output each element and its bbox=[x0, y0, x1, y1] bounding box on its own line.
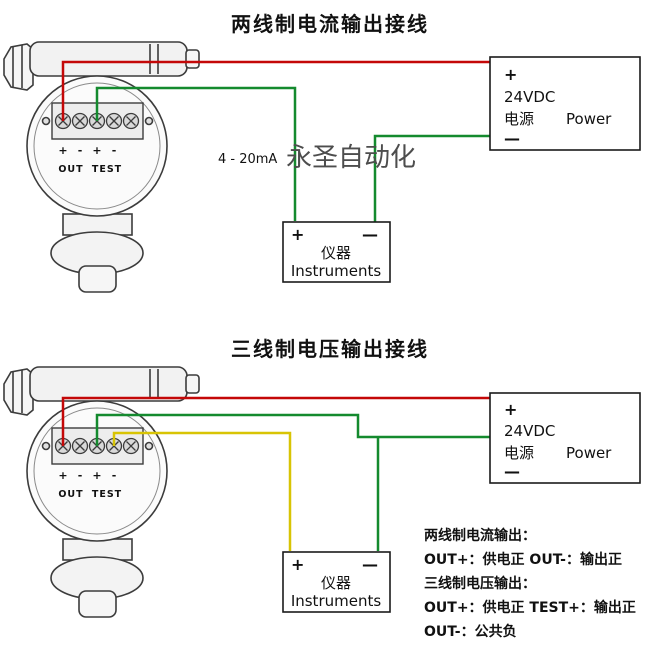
power-label-en: Power bbox=[566, 444, 612, 462]
transmitter-top: + - + - OUT TEST bbox=[3, 41, 200, 293]
instrument-plus: + bbox=[291, 555, 304, 574]
out-terminal-label: OUT bbox=[58, 164, 83, 175]
wiring-notes: 两线制电流输出： OUT+：供电正 OUT-：输出正 三线制电压输出： OUT+… bbox=[424, 527, 636, 640]
wire-positive-red bbox=[61, 396, 490, 446]
power-label-cn: 电源 bbox=[504, 444, 534, 462]
note-line: 两线制电流输出： bbox=[424, 527, 536, 544]
instrument-box-top: + — 仪器 Instruments bbox=[282, 221, 391, 283]
power-voltage: 24VDC bbox=[504, 88, 555, 106]
power-box-top: + 24VDC 电源 Power — bbox=[489, 56, 641, 151]
housing-cap bbox=[29, 366, 188, 402]
instrument-label-cn: 仪器 bbox=[321, 574, 351, 592]
bottom-diagram-title: 三线制电压输出接线 bbox=[231, 337, 429, 361]
instrument-box-bottom: + — 仪器 Instruments bbox=[282, 551, 391, 613]
mount-screw bbox=[41, 441, 51, 451]
test-terminal-label: TEST bbox=[92, 164, 122, 175]
top-diagram-title: 两线制电流输出接线 bbox=[231, 12, 429, 36]
mount-screw bbox=[144, 116, 154, 126]
wire-negative-green-to-instrument bbox=[95, 86, 297, 221]
conduit-stub bbox=[185, 49, 200, 69]
power-minus: — bbox=[504, 129, 520, 148]
bottom-stub bbox=[78, 265, 117, 293]
instrument-label-cn: 仪器 bbox=[321, 244, 351, 262]
wire-common-green bbox=[95, 413, 490, 446]
terminal-label: - bbox=[112, 144, 117, 157]
note-line: OUT-：公共负 bbox=[424, 623, 517, 640]
wire-signal-yellow bbox=[112, 431, 292, 551]
transmitter-bottom: + - + - OUT TEST bbox=[3, 366, 200, 618]
power-plus: + bbox=[504, 65, 517, 84]
power-label-en: Power bbox=[566, 110, 612, 128]
wire-negative-green-to-power bbox=[373, 134, 490, 222]
instrument-minus: — bbox=[362, 555, 378, 574]
power-voltage: 24VDC bbox=[504, 422, 555, 440]
note-line: OUT+：供电正 TEST+：输出正 bbox=[424, 599, 636, 616]
terminal-label: - bbox=[112, 469, 117, 482]
hex-fitting bbox=[3, 43, 34, 91]
mount-screw bbox=[41, 116, 51, 126]
power-label-cn: 电源 bbox=[504, 110, 534, 128]
terminal-label: - bbox=[78, 144, 83, 157]
instrument-label-en: Instruments bbox=[291, 592, 382, 610]
wires-bottom bbox=[61, 396, 490, 551]
bottom-stub bbox=[78, 590, 117, 618]
terminal-label: + bbox=[58, 144, 67, 157]
note-line: 三线制电压输出： bbox=[424, 575, 536, 592]
hex-fitting bbox=[3, 368, 34, 416]
instrument-minus: — bbox=[362, 225, 378, 244]
mount-screw bbox=[144, 441, 154, 451]
out-terminal-label: OUT bbox=[58, 489, 83, 500]
conduit-stub bbox=[185, 374, 200, 394]
instrument-plus: + bbox=[291, 225, 304, 244]
watermark-text: 永圣自动化 bbox=[286, 143, 416, 173]
instrument-label-en: Instruments bbox=[291, 262, 382, 280]
power-minus: — bbox=[504, 462, 520, 481]
note-line: OUT+：供电正 OUT-：输出正 bbox=[424, 551, 622, 568]
test-terminal-label: TEST bbox=[92, 489, 122, 500]
terminal-label: - bbox=[78, 469, 83, 482]
power-box-bottom: + 24VDC 电源 Power — bbox=[489, 392, 641, 484]
terminal-label: + bbox=[92, 144, 101, 157]
wires-top bbox=[61, 60, 490, 222]
terminal-label: + bbox=[92, 469, 101, 482]
terminal-label: + bbox=[58, 469, 67, 482]
housing-cap bbox=[29, 41, 188, 77]
signal-label: 4 - 20mA bbox=[218, 152, 277, 167]
power-plus: + bbox=[504, 400, 517, 419]
wire-positive-red bbox=[61, 60, 490, 121]
